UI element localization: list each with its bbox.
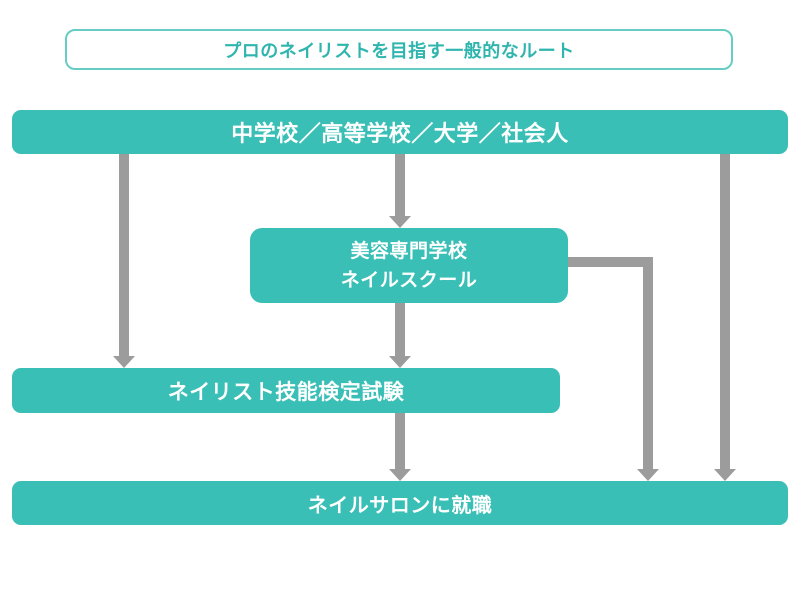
node-school-label-line2: ネイルスクール: [340, 269, 478, 291]
arrow-start-to-exam-head: [113, 356, 135, 368]
arrow-school-to-exam-shaft: [395, 303, 405, 356]
arrow-start-to-exam-shaft: [119, 154, 129, 356]
arrow-start-to-salon-head: [714, 469, 736, 481]
title-text: プロのネイリストを目指す一般的なルート: [223, 40, 575, 61]
node-school: 美容専門学校 ネイルスクール: [250, 228, 568, 303]
node-start-label: 中学校／高等学校／大学／社会人: [231, 121, 569, 146]
arrow-school-to-exam-head: [389, 356, 411, 368]
title-box: プロのネイリストを目指す一般的なルート: [65, 29, 733, 70]
node-start: 中学校／高等学校／大学／社会人: [12, 110, 788, 154]
arrow-start-to-school-shaft: [395, 154, 405, 216]
arrow-start-to-salon-shaft: [720, 154, 730, 469]
arrow-start-to-school-head: [389, 216, 411, 228]
arrow-school-to-salon-head: [637, 469, 659, 481]
arrow-exam-to-salon-head: [389, 469, 411, 481]
node-salon-label: ネイルサロンに就職: [307, 494, 493, 517]
arrow-exam-to-salon-shaft: [395, 413, 405, 469]
arrow-school-to-salon-vertical-shaft: [643, 257, 653, 469]
node-exam-label: ネイリスト技能検定試験: [167, 380, 405, 404]
node-exam: ネイリスト技能検定試験: [12, 368, 560, 413]
arrow-school-to-salon-horizontal-shaft: [568, 257, 653, 267]
node-salon: ネイルサロンに就職: [12, 481, 788, 525]
node-school-label-line1: 美容専門学校: [350, 240, 468, 262]
